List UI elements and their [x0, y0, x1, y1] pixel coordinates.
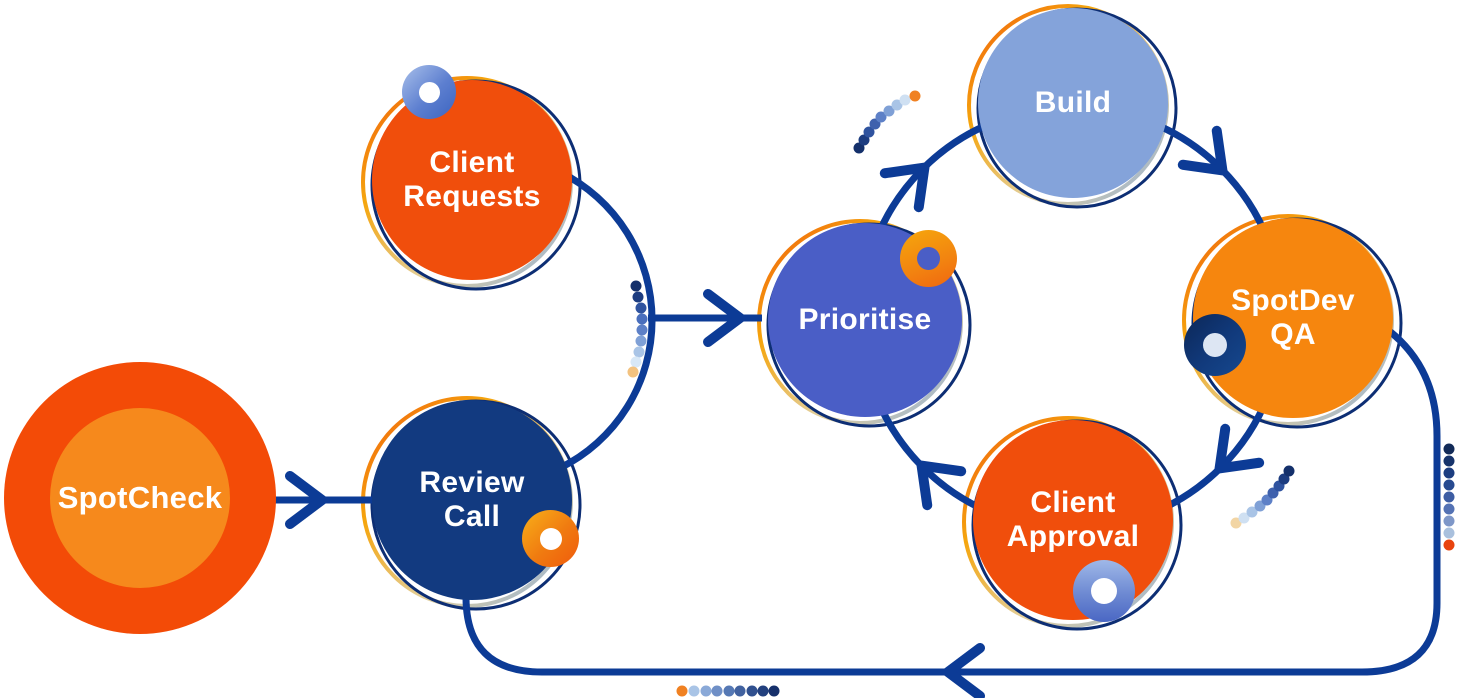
node-label-spotcheck: SpotCheck — [58, 480, 223, 516]
trail-dot — [1443, 527, 1455, 539]
trail-dot — [1443, 479, 1455, 491]
trail-dot — [734, 685, 746, 697]
trail-dot — [858, 134, 870, 146]
donut-hole — [539, 527, 562, 550]
trail-dot — [635, 302, 647, 314]
trail-dot — [1230, 517, 1242, 529]
trail-dot — [768, 685, 780, 697]
trail-dot — [711, 685, 723, 697]
donut-marker-prioritise — [900, 230, 957, 287]
trail-dot — [757, 685, 769, 697]
trail-dot — [1246, 506, 1258, 518]
trail-dot — [1443, 539, 1455, 551]
trail-dot — [636, 313, 648, 325]
node-label-prioritise: Prioritise — [798, 303, 931, 338]
trail-dot — [688, 685, 700, 697]
label-line: Client — [429, 145, 515, 179]
trail-dot — [1443, 455, 1455, 467]
donut-marker-review-call — [522, 510, 579, 567]
trail-dot — [723, 685, 735, 697]
label-line: Prioritise — [798, 302, 932, 336]
trail-dot — [676, 685, 688, 697]
donut-hole — [418, 81, 440, 103]
label-line: Approval — [1006, 520, 1140, 553]
label-line: Call — [443, 500, 501, 533]
trail-dot — [1443, 515, 1455, 527]
trail-dot — [700, 685, 712, 697]
label-line: SpotDev — [1231, 283, 1355, 317]
trail-dot — [630, 280, 642, 292]
label-line: QA — [1270, 318, 1316, 351]
donut-hole — [1203, 333, 1227, 357]
trail-dot — [1278, 473, 1290, 485]
trail-dot — [891, 99, 903, 111]
trail-dot — [1443, 503, 1455, 515]
trail-dot — [1238, 512, 1250, 524]
trail-dot — [909, 90, 921, 102]
trail-dot — [1443, 467, 1455, 479]
trail-dot — [627, 366, 639, 378]
edge-return-loop — [462, 327, 1441, 676]
label-line: SpotCheck — [57, 480, 223, 516]
label-line: Client — [1030, 485, 1116, 519]
donut-hole — [917, 247, 940, 270]
dot-trails — [627, 90, 1455, 697]
trail-dot — [899, 94, 911, 106]
trail-dot — [853, 142, 865, 154]
node-label-build: Build — [1035, 86, 1112, 121]
donut-marker-spotdev-qa — [1184, 314, 1246, 376]
label-line: Build — [1034, 85, 1112, 119]
trail-dot — [636, 324, 648, 336]
node-build: Build — [978, 8, 1168, 198]
trail-dot — [875, 111, 887, 123]
spotcheck-inner-circle — [50, 408, 230, 588]
trail-dot — [1443, 491, 1455, 503]
trail-dot — [632, 291, 644, 303]
label-line: Requests — [403, 180, 541, 213]
label-line: Review — [419, 465, 525, 499]
donut-marker-client-requests — [402, 65, 456, 119]
trail-dot — [1443, 443, 1455, 455]
trail-dot — [633, 346, 645, 358]
trail-dot — [883, 105, 895, 117]
trail-dot — [630, 356, 642, 368]
trail-dot — [1283, 465, 1295, 477]
donut-hole — [1091, 578, 1117, 604]
node-spotcheck: SpotCheck — [4, 362, 276, 634]
trail-dot — [863, 126, 875, 138]
trail-dot — [635, 335, 647, 347]
donut-marker-client-approval — [1073, 560, 1135, 622]
trail-dot — [746, 685, 758, 697]
